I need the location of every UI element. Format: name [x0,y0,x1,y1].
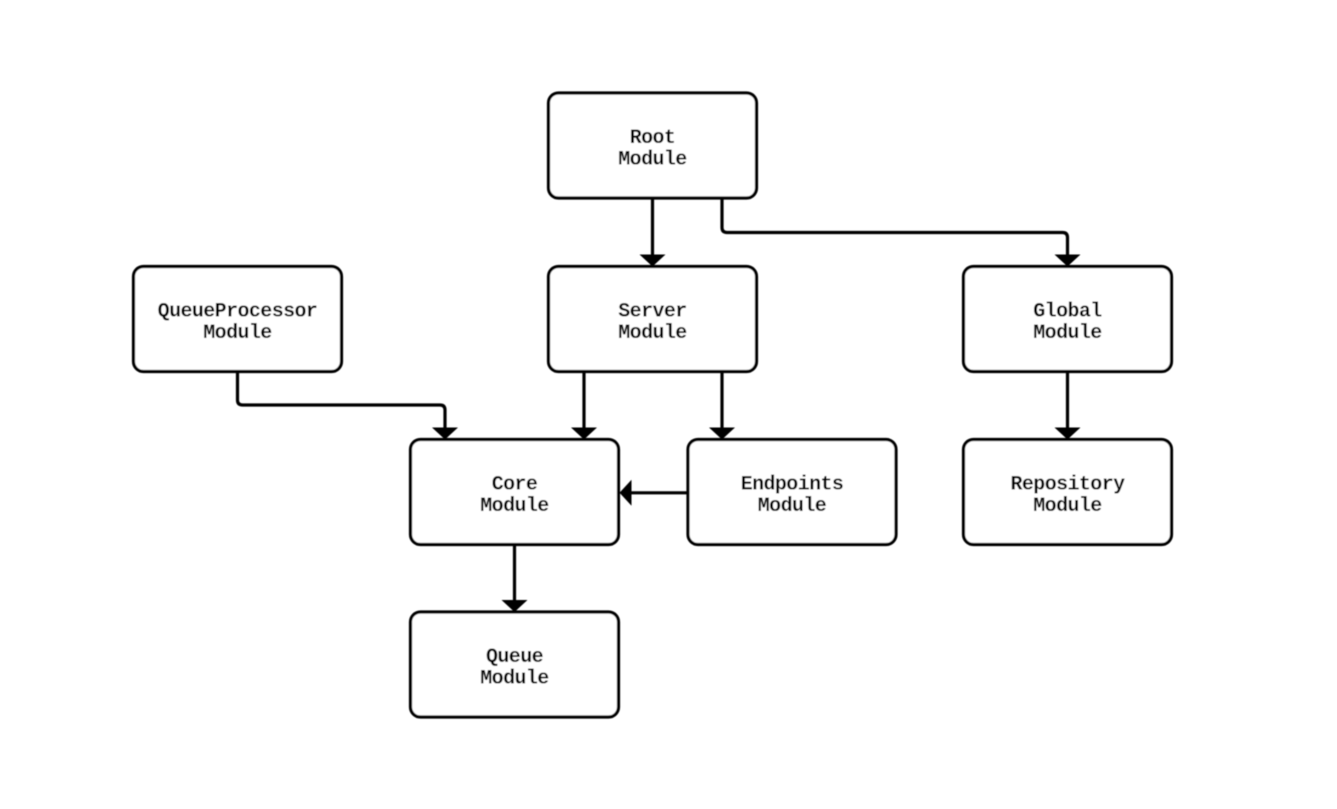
svg-text:QueueProcessor: QueueProcessor [158,301,318,324]
svg-text:Global: Global [1033,301,1102,324]
svg-text:Server: Server [618,301,686,324]
svg-text:Module: Module [1033,495,1102,518]
svg-text:Core: Core [492,474,538,497]
svg-text:Module: Module [618,149,687,172]
svg-text:Root: Root [630,127,676,150]
svg-text:Module: Module [480,495,549,518]
svg-text:Module: Module [480,668,549,691]
svg-text:Module: Module [758,495,827,518]
svg-text:Module: Module [618,322,687,345]
svg-text:Endpoints: Endpoints [741,474,844,497]
svg-text:Module: Module [1033,322,1102,345]
svg-text:Repository: Repository [1010,474,1125,497]
svg-text:Module: Module [203,322,272,345]
svg-text:Queue: Queue [486,646,544,669]
